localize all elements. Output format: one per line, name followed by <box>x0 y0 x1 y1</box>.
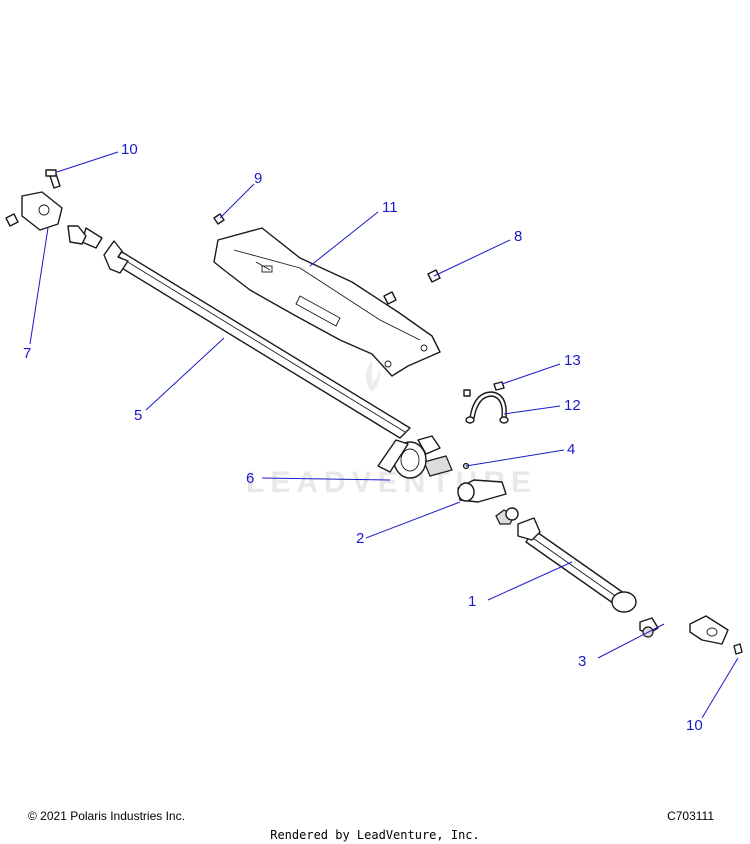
diagram-code: C703111 <box>667 809 714 823</box>
callout-7: 7 <box>23 345 31 362</box>
callout-5: 5 <box>134 407 142 424</box>
rear-propshaft[interactable] <box>517 517 637 613</box>
slip-yoke[interactable] <box>457 479 519 525</box>
fasteners <box>5 169 743 655</box>
callout-numbers: 10 9 11 8 7 5 13 12 4 6 2 1 3 10 <box>23 141 703 734</box>
propshaft-shield[interactable] <box>213 227 441 377</box>
callout-13: 13 <box>564 352 581 369</box>
callout-10-top: 10 <box>121 141 138 158</box>
callout-9: 9 <box>254 170 262 187</box>
callout-10-bottom: 10 <box>686 717 703 734</box>
callout-4: 4 <box>567 441 575 458</box>
copyright-text: © 2021 Polaris Industries Inc. <box>28 809 185 823</box>
callout-6: 6 <box>246 470 254 487</box>
leader-lines <box>29 151 739 719</box>
rear-yoke[interactable] <box>689 615 729 645</box>
front-clamp-yoke[interactable] <box>21 191 87 245</box>
rendered-by-text: Rendered by LeadVenture, Inc. <box>270 828 480 842</box>
callout-2: 2 <box>356 530 364 547</box>
front-propshaft[interactable] <box>81 227 453 479</box>
callout-11: 11 <box>382 199 398 216</box>
callout-3: 3 <box>578 653 586 670</box>
callout-1: 1 <box>468 593 476 610</box>
u-clamp[interactable] <box>465 391 509 424</box>
u-joint-cross[interactable] <box>639 617 659 638</box>
callout-8: 8 <box>514 228 522 245</box>
callout-12: 12 <box>564 397 581 414</box>
